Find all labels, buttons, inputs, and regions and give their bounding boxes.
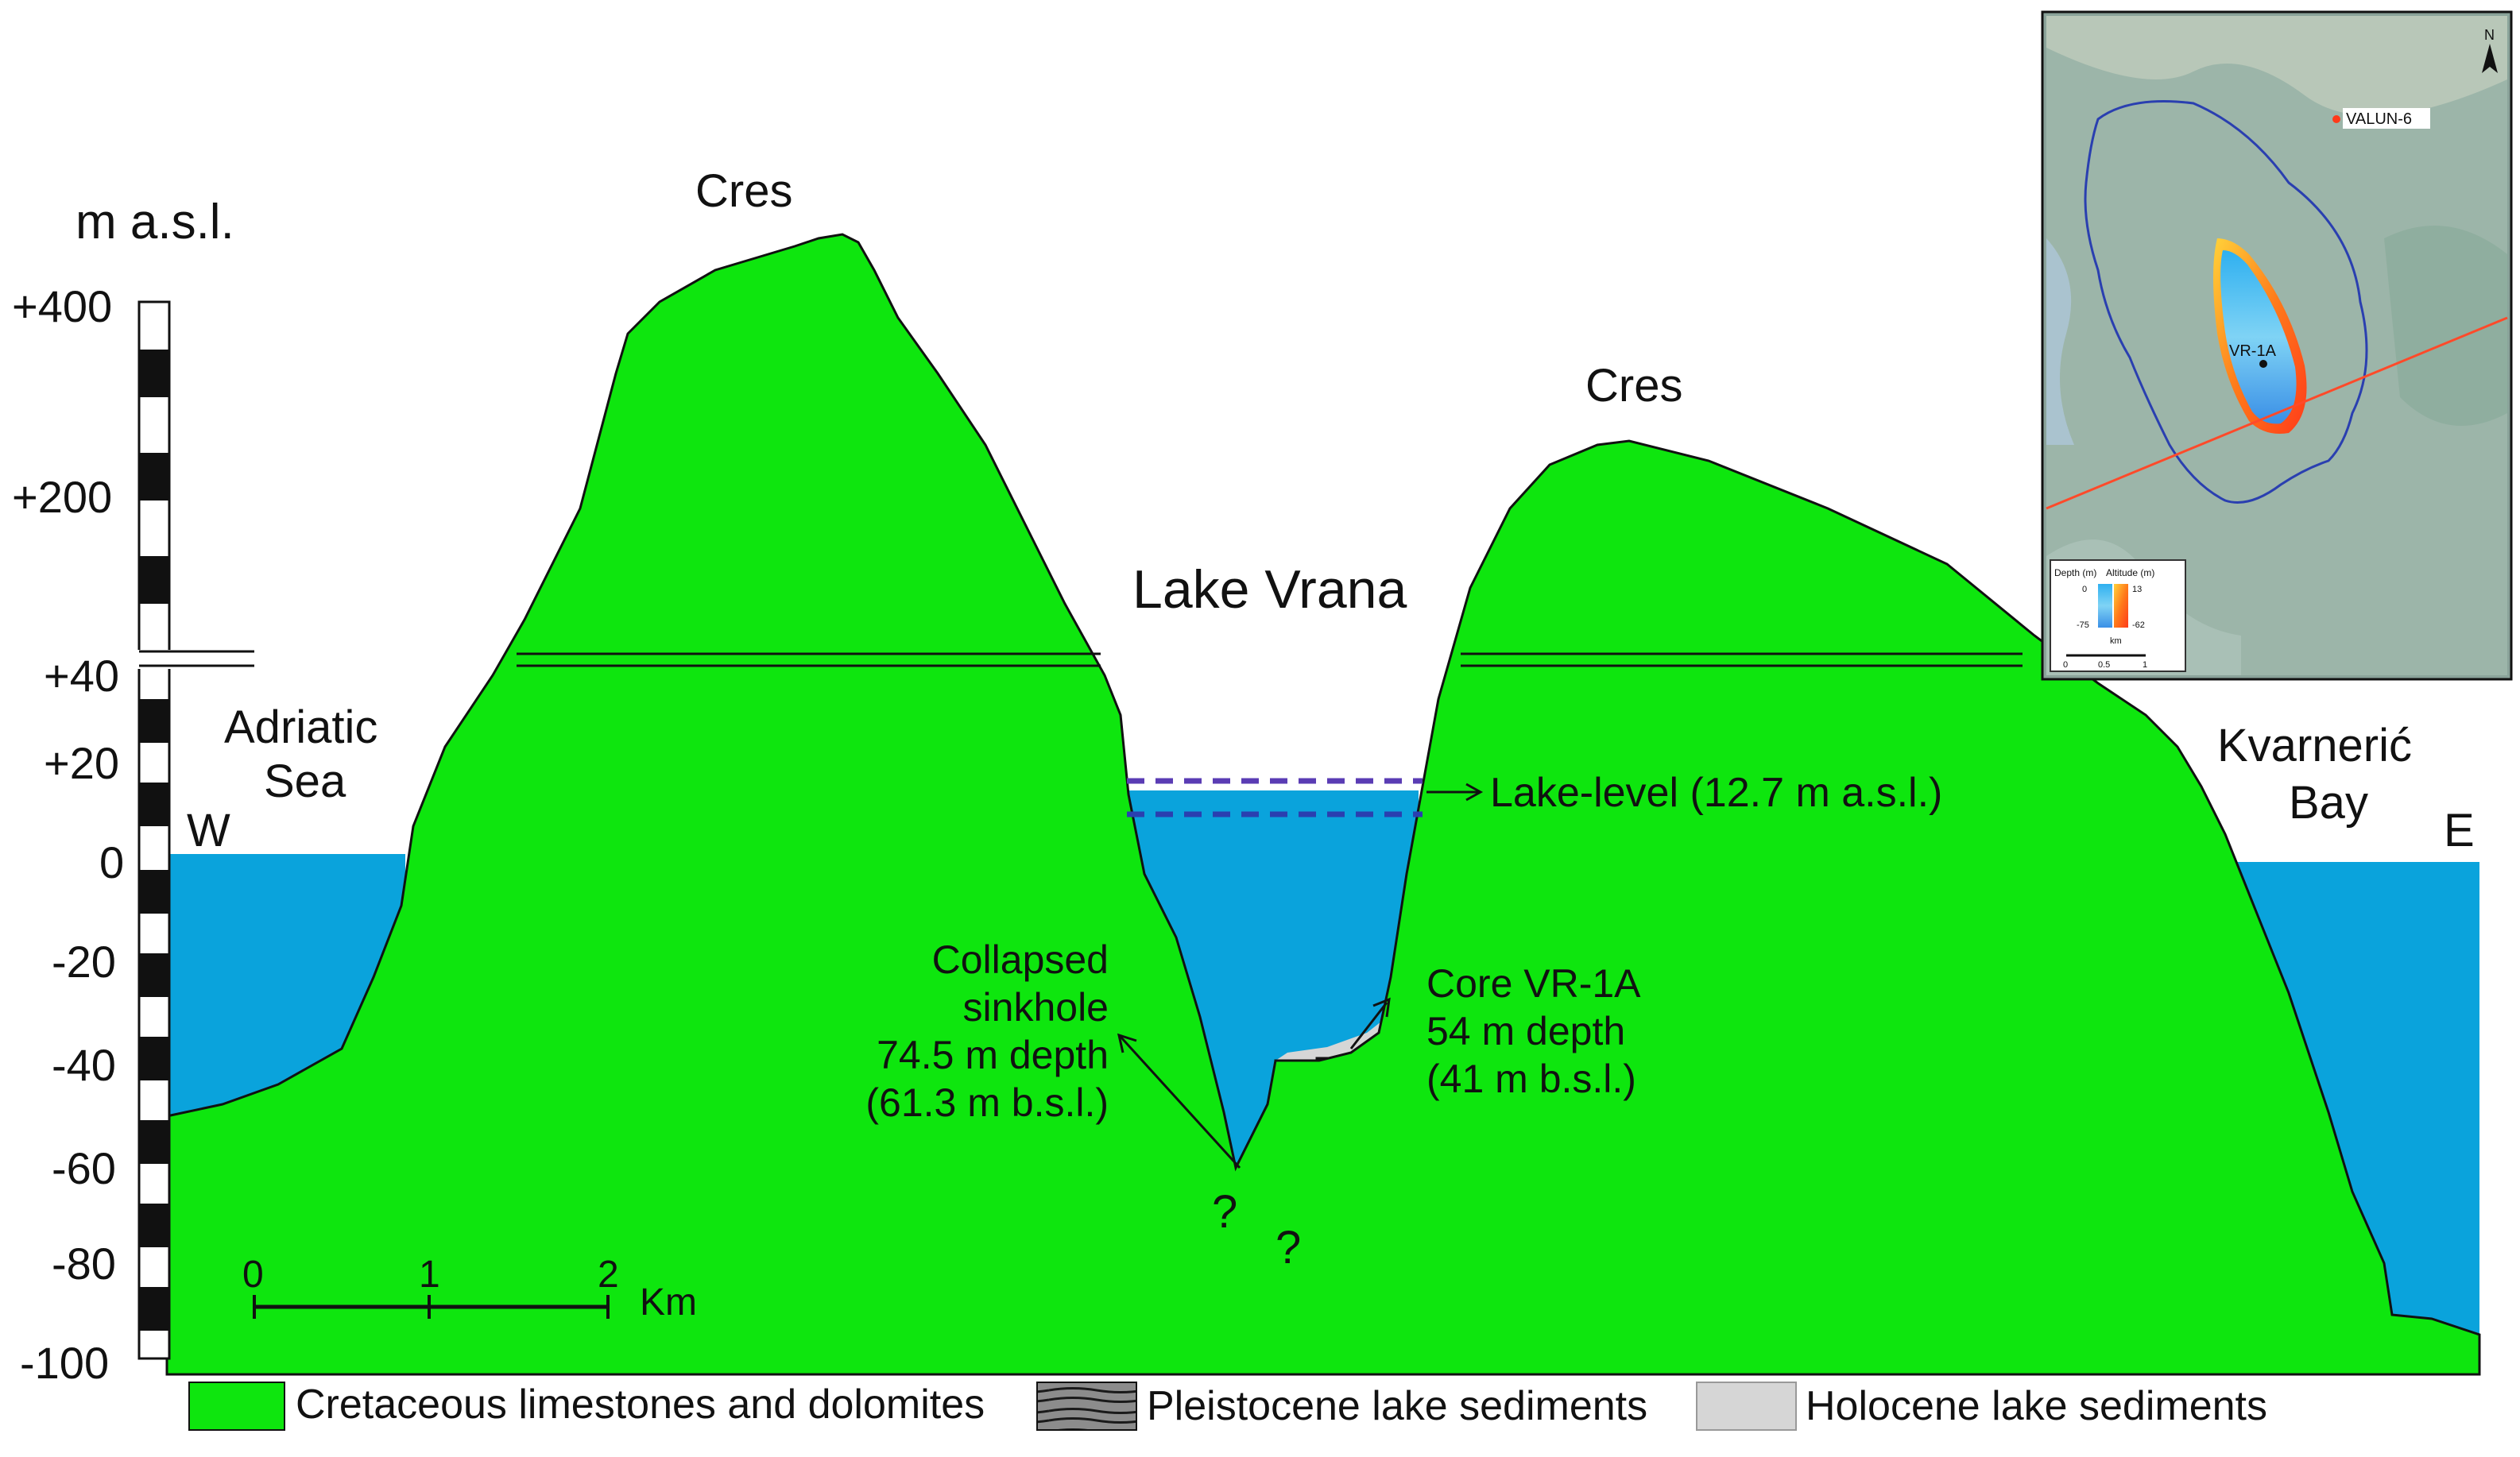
inset-borehole-point bbox=[2332, 115, 2340, 123]
scalebar-tick-2: 2 bbox=[598, 1254, 619, 1296]
inset-catchment-outline bbox=[2084, 100, 2368, 504]
tick-minus-20: -20 bbox=[52, 937, 116, 987]
core-line-3: (41 m b.s.l.) bbox=[1426, 1057, 1636, 1101]
core-line-1: Core VR-1A bbox=[1426, 961, 1641, 1006]
inset-legend-unit: km bbox=[2110, 636, 2122, 646]
inset-legend-scale-1: 1 bbox=[2143, 660, 2147, 670]
label-cres-left: Cres bbox=[695, 165, 792, 217]
axis-break-lines bbox=[517, 652, 2023, 667]
inset-legend-altitude: Altitude (m) bbox=[2106, 567, 2154, 578]
inset-legend-scale-0: 0 bbox=[2063, 660, 2068, 670]
legend-swatch-pleistocene bbox=[1036, 1382, 1137, 1431]
legend-label-limestone: Cretaceous limestones and dolomites bbox=[296, 1382, 985, 1428]
vertical-scale-bar bbox=[135, 300, 254, 1360]
inset-legend-depth-bottom: -75 bbox=[2077, 620, 2089, 630]
tick-zero: 0 bbox=[99, 837, 124, 887]
inset-legend-depth: Depth (m) bbox=[2054, 567, 2096, 578]
label-lake-vrana: Lake Vrana bbox=[1132, 559, 1407, 620]
legend-swatch-holocene bbox=[1696, 1382, 1797, 1431]
north-arrow-icon bbox=[2482, 44, 2498, 73]
sinkhole-annotation: Collapsed sinkhole 74.5 m depth (61.3 m … bbox=[865, 937, 1109, 1125]
inset-map: VR-1A VALUN-6 N Depth (m) Altitude (m) 0… bbox=[2041, 10, 2513, 681]
label-west: W bbox=[187, 805, 230, 856]
inset-north-label: N bbox=[2484, 27, 2495, 43]
scalebar-tick-1: 1 bbox=[419, 1254, 440, 1296]
label-adriatic-line2: Sea bbox=[264, 756, 346, 807]
sinkhole-line-2: sinkhole bbox=[963, 985, 1109, 1030]
tick-plus-20: +20 bbox=[44, 738, 119, 788]
cretaceous-limestone-body bbox=[165, 233, 2481, 1376]
inset-lake-body bbox=[2220, 250, 2297, 424]
legend-label-holocene: Holocene lake sediments bbox=[1806, 1383, 2267, 1429]
tick-plus-400: +400 bbox=[12, 281, 112, 331]
label-kvarneric-line2: Bay bbox=[2289, 777, 2368, 829]
holocene-cap-lake bbox=[1275, 1022, 1381, 1061]
legend-swatch-limestone bbox=[188, 1382, 285, 1431]
legend-label-pleistocene: Pleistocene lake sediments bbox=[1147, 1383, 1647, 1429]
tick-minus-100: -100 bbox=[20, 1338, 109, 1388]
label-adriatic-line1: Adriatic bbox=[224, 701, 377, 753]
inset-core-point bbox=[2259, 360, 2267, 368]
label-east: E bbox=[2444, 805, 2475, 856]
inset-legend-depth-top: 0 bbox=[2082, 585, 2087, 594]
inset-core-label: VR-1A bbox=[2229, 342, 2277, 360]
core-arrow bbox=[1349, 1002, 1388, 1049]
tick-minus-60: -60 bbox=[52, 1143, 116, 1193]
tick-minus-40: -40 bbox=[52, 1040, 116, 1090]
axis-title: m a.s.l. bbox=[75, 195, 234, 249]
question-mark-left: ? bbox=[1212, 1186, 1237, 1238]
tick-plus-200: +200 bbox=[12, 472, 112, 522]
tick-plus-40: +40 bbox=[44, 651, 119, 701]
sinkhole-line-4: (61.3 m b.s.l.) bbox=[865, 1080, 1109, 1125]
sinkhole-line-3: 74.5 m depth bbox=[877, 1033, 1109, 1077]
label-cres-right: Cres bbox=[1585, 360, 1682, 412]
question-mark-bottom: ? bbox=[1275, 1222, 1301, 1273]
inset-borehole-label: VALUN-6 bbox=[2346, 110, 2412, 128]
scalebar-tick-0: 0 bbox=[242, 1254, 264, 1296]
lake-level-arrowhead bbox=[1465, 783, 1484, 802]
inset-profile-line bbox=[2046, 316, 2508, 510]
inset-legend-alt-bottom: -62 bbox=[2132, 620, 2145, 630]
tick-minus-80: -80 bbox=[52, 1239, 116, 1289]
core-annotation: Core VR-1A 54 m depth (41 m b.s.l.) bbox=[1426, 961, 1641, 1101]
horizontal-scale-bar: 0 1 2 Km bbox=[242, 1254, 697, 1324]
sinkhole-line-1: Collapsed bbox=[932, 937, 1109, 982]
label-lake-level: Lake-level (12.7 m a.s.l.) bbox=[1490, 770, 1942, 816]
legend: Cretaceous limestones and dolomites Plei… bbox=[188, 1382, 2267, 1431]
core-arrowhead bbox=[1372, 997, 1391, 1018]
inset-legend-alt-top: 13 bbox=[2132, 585, 2142, 594]
sinkhole-arrow bbox=[1119, 1035, 1241, 1169]
scalebar-unit: Km bbox=[640, 1281, 697, 1324]
label-kvarneric-line1: Kvarnerić bbox=[2217, 720, 2412, 771]
core-line-2: 54 m depth bbox=[1426, 1009, 1625, 1053]
inset-legend-scale-05: 0.5 bbox=[2098, 660, 2110, 670]
sinkhole-arrowhead bbox=[1117, 1033, 1137, 1053]
